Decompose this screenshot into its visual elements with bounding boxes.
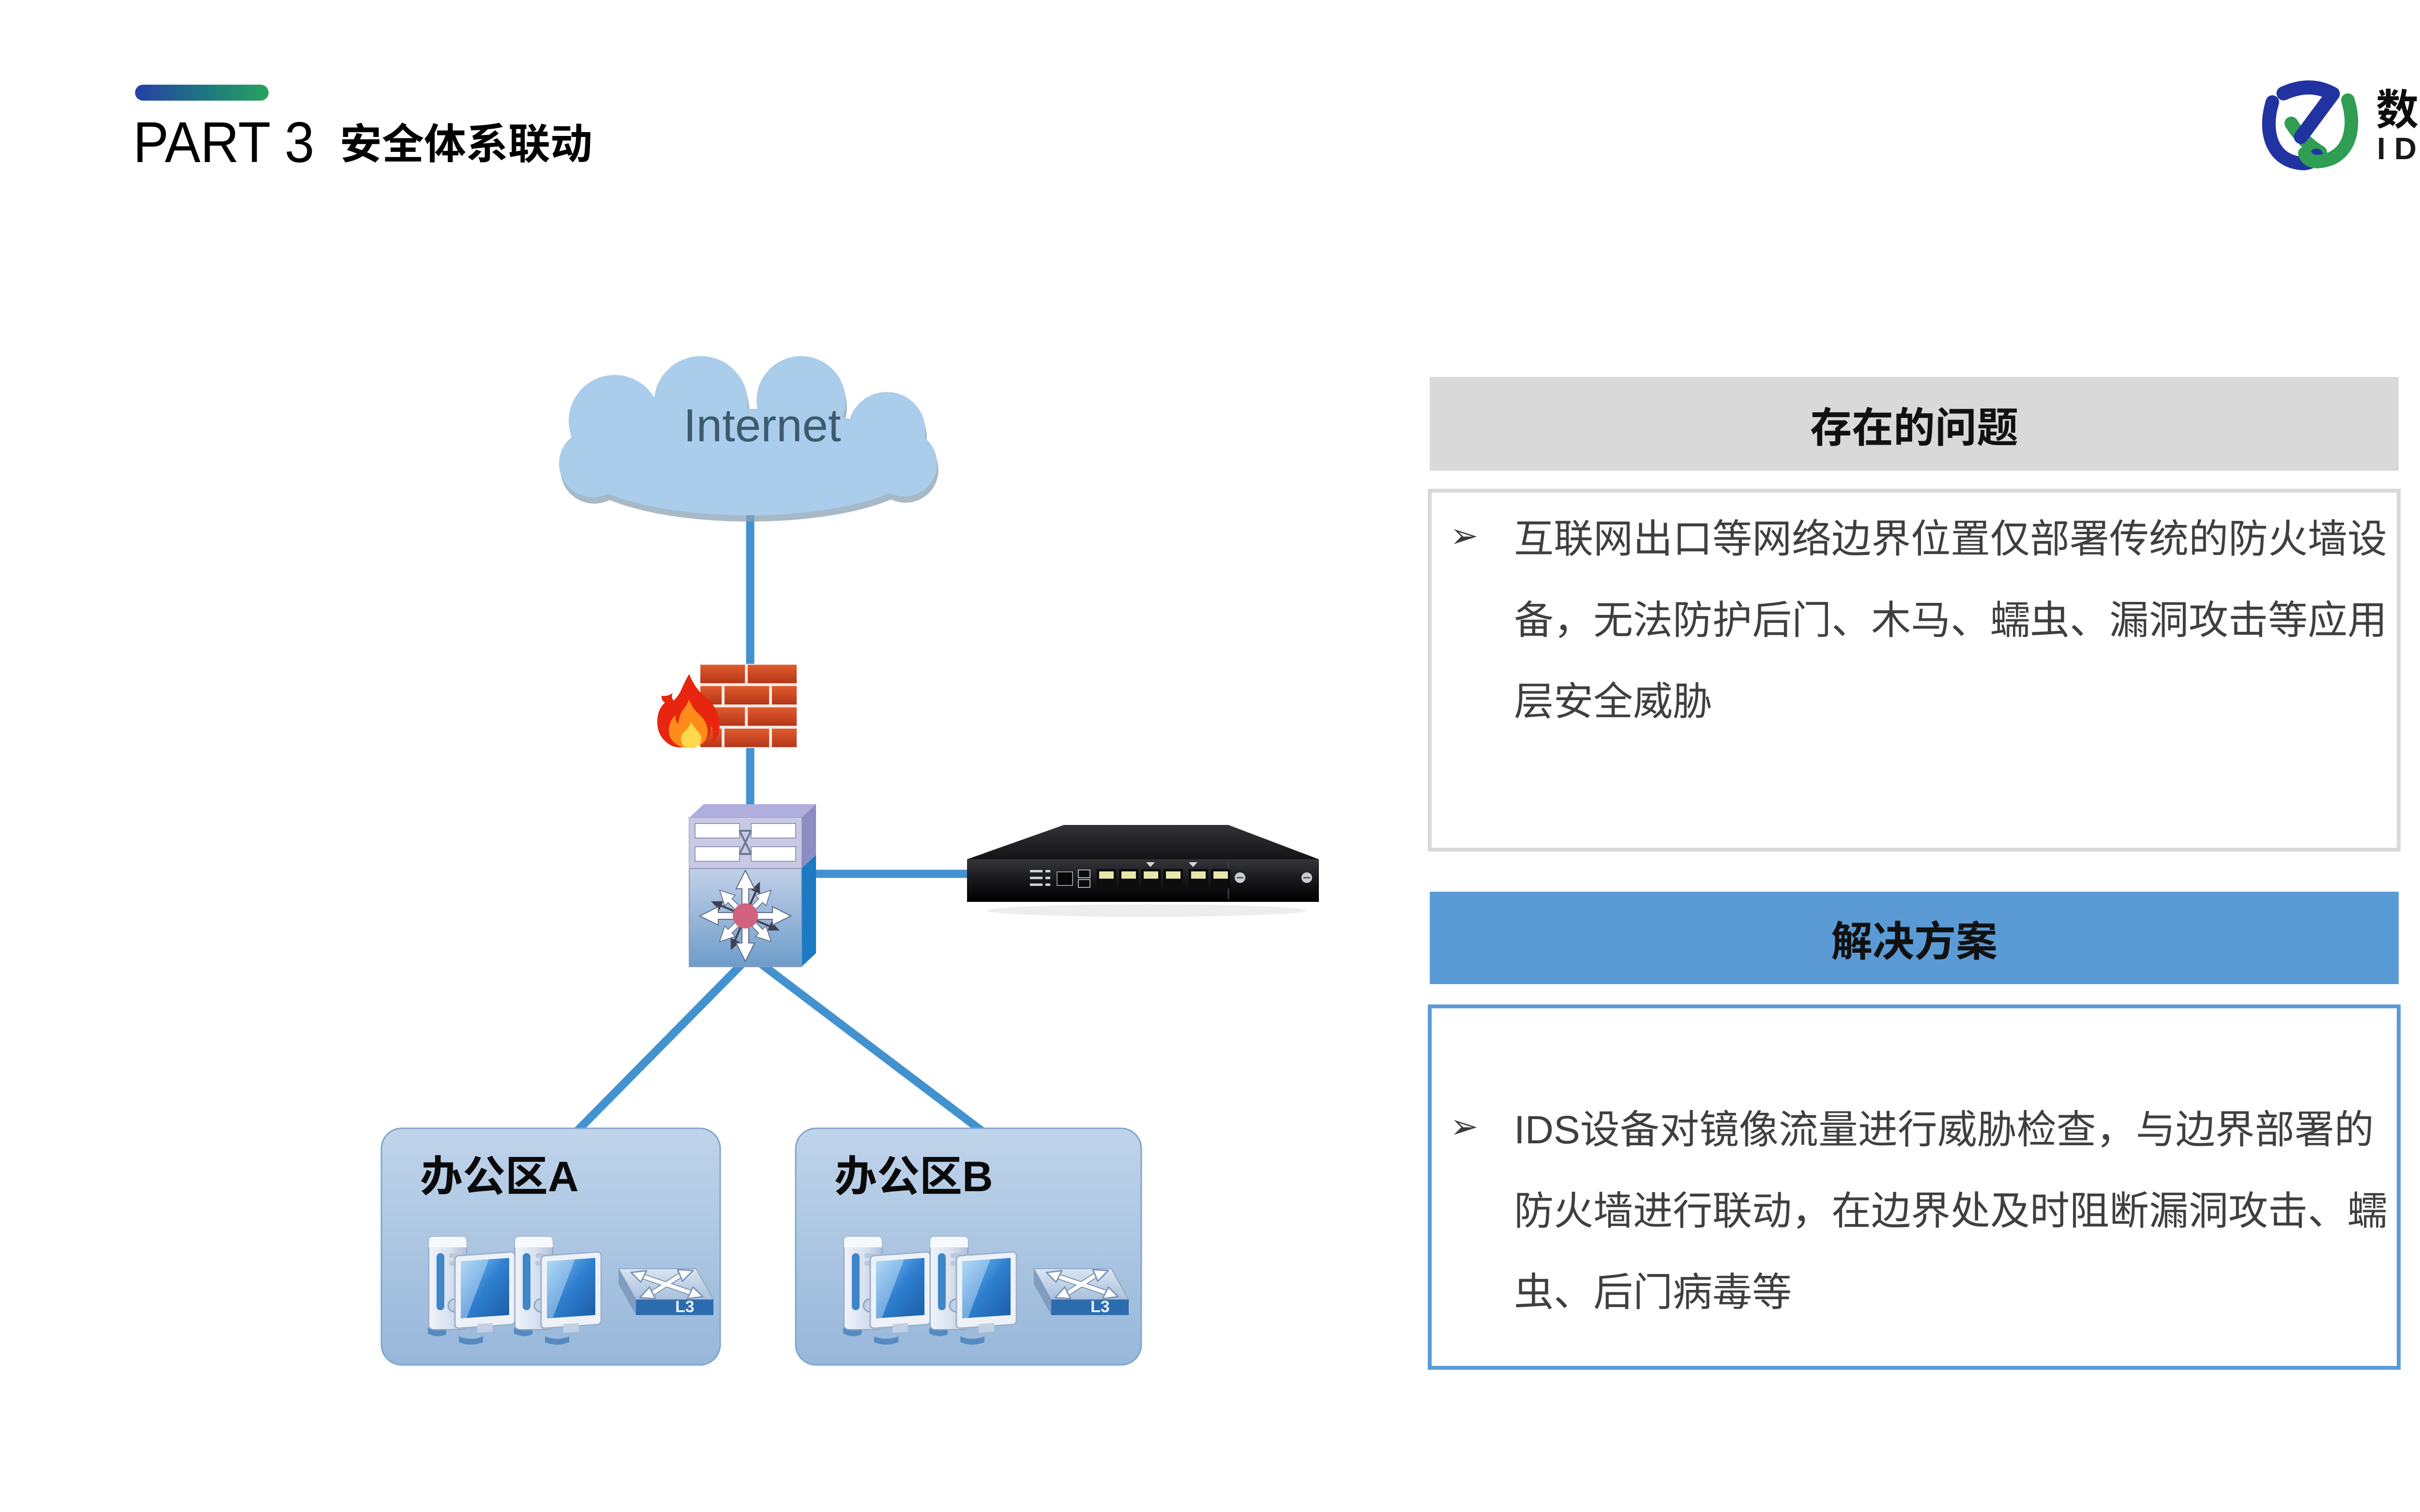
page-title: 安全体系联动: [340, 110, 592, 171]
problem-header: 存在的问题: [1430, 377, 2399, 471]
office-b-label: 办公区B: [834, 1142, 993, 1204]
office-a-switch-label: L3: [675, 1298, 695, 1316]
logo: 数信安全 ID SEC: [2259, 75, 2420, 172]
office-b: 办公区B L3: [795, 1127, 1142, 1366]
connector-lines: [573, 503, 986, 1136]
office-a-label: 办公区A: [420, 1142, 579, 1204]
solution-text: IDS设备对镜像流量进行威胁检查，与边界部署的防火墙进行联动，在边界处及时阻断漏…: [1514, 1097, 2388, 1317]
solution-header: 解决方案: [1430, 892, 2399, 984]
logo-name-en: ID SEC: [2377, 131, 2420, 166]
link-switch-office-a: [573, 953, 754, 1135]
office-a: 办公区A L3: [380, 1127, 721, 1366]
internet-label: Internet: [683, 400, 841, 451]
core-switch-icon: [689, 804, 816, 967]
office-b-switch-icon: [1034, 1269, 1129, 1315]
problem-text: 互联网出口等网络边界位置仅部署传统的防火墙设备，无法防护后门、木马、蠕虫、漏洞攻…: [1514, 507, 2388, 727]
firewall-icon: [657, 664, 797, 748]
title-accent-bar: [135, 85, 269, 101]
solution-bullet-icon: ➢: [1450, 1107, 1479, 1146]
link-switch-office-b: [747, 952, 986, 1136]
part-label: PART 3: [133, 110, 315, 175]
solution-box: ➢ IDS设备对镜像流量进行威胁检查，与边界部署的防火墙进行联动，在边界处及时阻…: [1428, 1004, 2401, 1370]
internet-cloud-icon: Internet: [559, 356, 938, 522]
problem-box: ➢ 互联网出口等网络边界位置仅部署传统的防火墙设备，无法防护后门、木马、蠕虫、漏…: [1428, 489, 2401, 852]
office-a-switch-icon: [619, 1269, 713, 1315]
logo-name-cn: 数信安全: [2376, 76, 2420, 137]
flame-icon: [657, 674, 720, 748]
problem-bullet-icon: ➢: [1450, 516, 1479, 555]
ids-appliance-icon: [967, 825, 1319, 917]
office-b-switch-label: L3: [1090, 1298, 1110, 1316]
logo-icon: [2262, 80, 2359, 170]
